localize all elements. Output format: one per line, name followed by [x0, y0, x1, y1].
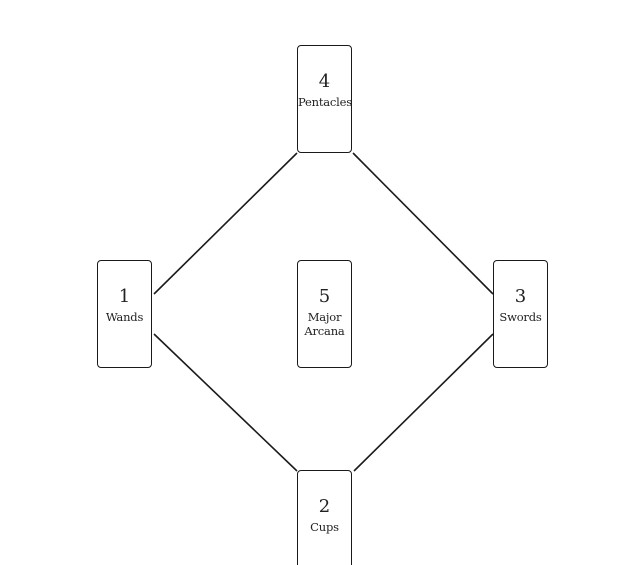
card-label-line2: Arcana — [304, 324, 345, 338]
card-label: Wands — [105, 310, 144, 324]
card-swords: 3 Swords — [493, 260, 548, 368]
connector-bottom-left — [153, 333, 298, 472]
card-label: Cups — [310, 520, 339, 534]
card-number: 1 — [118, 286, 131, 307]
card-label: Pentacles — [298, 95, 352, 109]
card-number: 5 — [318, 286, 331, 307]
card-label: Swords — [499, 310, 542, 324]
card-wands: 1 Wands — [97, 260, 152, 368]
card-cups: 2 Cups — [297, 470, 352, 565]
card-pentacles: 4 Pentacles — [297, 45, 352, 153]
card-number: 2 — [318, 496, 331, 517]
connector-top-right — [352, 152, 494, 295]
card-label-line1: Major — [307, 310, 342, 324]
connector-left-top — [153, 152, 298, 295]
card-number: 3 — [514, 286, 527, 307]
connector-right-bottom — [353, 333, 494, 472]
card-major-arcana: 5 Major Arcana — [297, 260, 352, 368]
card-number: 4 — [318, 71, 331, 92]
